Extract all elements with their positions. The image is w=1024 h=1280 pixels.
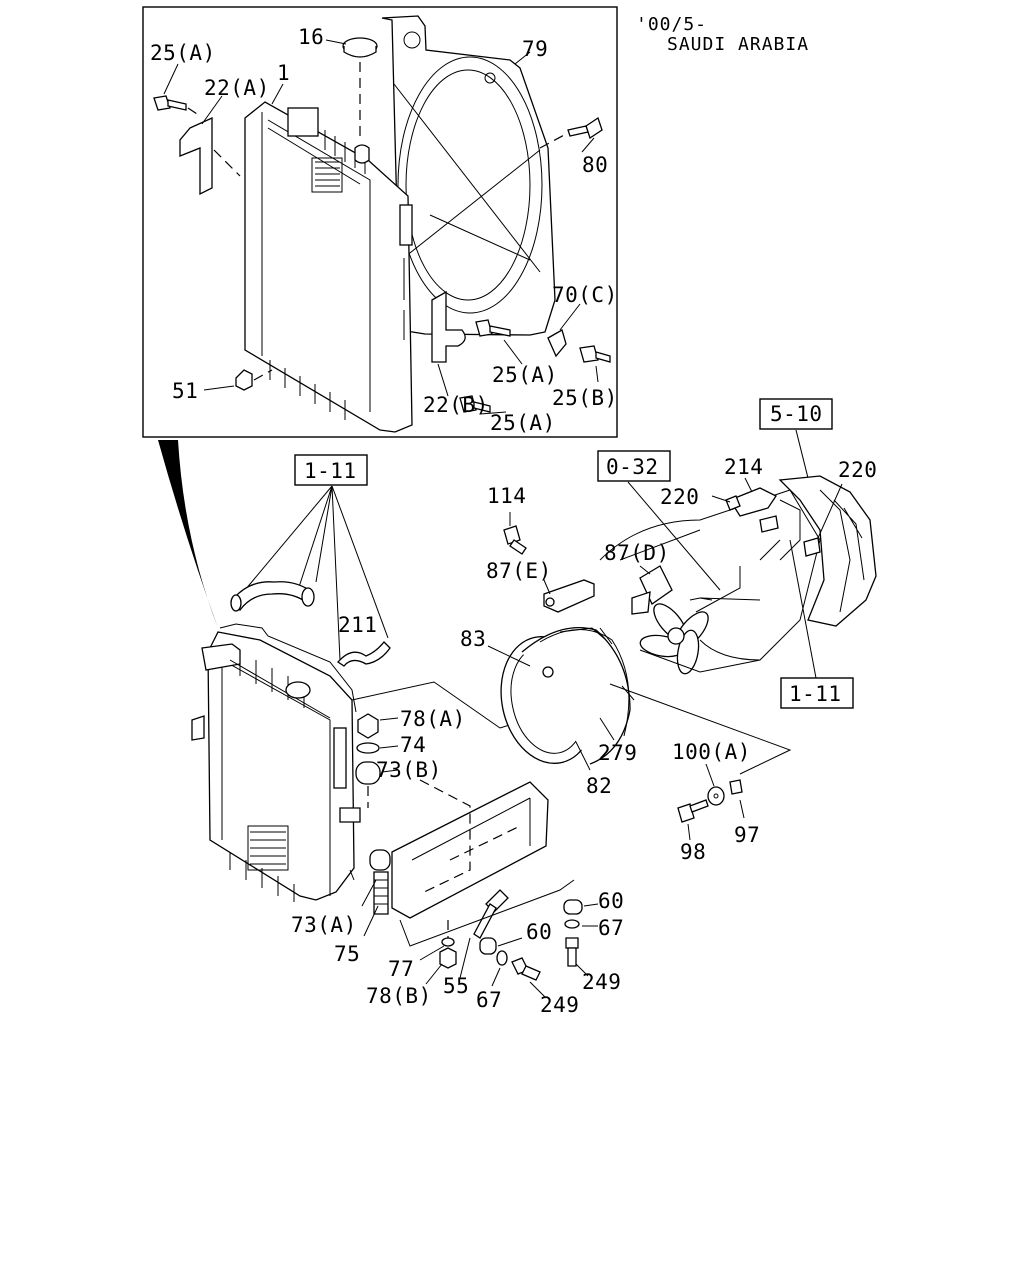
label-83: 83	[460, 627, 486, 651]
header-date: '00/5-	[636, 14, 707, 35]
ref-1-11-left: 1-11	[304, 459, 357, 483]
fastener-bracket-line	[609, 683, 792, 775]
fan-blades	[639, 603, 709, 675]
label-22a: 22(A)	[204, 76, 270, 100]
label-73a: 73(A)	[291, 913, 357, 937]
label-249-right: 249	[582, 970, 621, 994]
ref-box-5-10	[759, 398, 833, 430]
label-78a: 78(A)	[400, 707, 466, 731]
label-22b: 22(B)	[423, 393, 489, 417]
ref-5-10: 5-10	[770, 402, 823, 426]
label-80: 80	[582, 153, 608, 177]
label-74: 74	[400, 733, 426, 757]
label-60-left: 60	[526, 920, 552, 944]
label-87d: 87(D)	[604, 541, 670, 565]
header-region: SAUDI ARABIA	[667, 34, 809, 55]
label-67-right: 67	[598, 916, 624, 940]
hardware-left-stack	[479, 937, 541, 981]
leaders-1-11	[239, 485, 389, 661]
label-73b: 73(B)	[376, 758, 442, 782]
upper-hose-group	[230, 581, 391, 667]
label-70c: 70(C)	[552, 283, 618, 307]
inset-radiator-assembly	[153, 15, 611, 433]
mount-upper-stack	[355, 713, 381, 808]
ref-box-0-32	[597, 450, 671, 482]
label-214: 214	[724, 455, 763, 479]
label-78b: 78(B)	[366, 984, 432, 1008]
label-211: 211	[338, 613, 377, 637]
label-60-right: 60	[598, 889, 624, 913]
bracket-87e	[543, 579, 595, 613]
label-25a-top: 25(A)	[150, 41, 216, 65]
label-55: 55	[443, 974, 469, 998]
label-25a-bottom: 25(A)	[490, 411, 556, 435]
label-1: 1	[277, 61, 290, 85]
bolt-114	[503, 525, 527, 555]
label-279: 279	[598, 741, 637, 765]
label-79: 79	[522, 37, 548, 61]
label-51: 51	[172, 379, 198, 403]
label-220-left: 220	[660, 485, 699, 509]
label-16: 16	[298, 25, 324, 49]
label-97: 97	[734, 823, 760, 847]
label-249-left: 249	[540, 993, 579, 1017]
label-220-right: 220	[838, 458, 877, 482]
label-98: 98	[680, 840, 706, 864]
fastener-100a	[677, 779, 743, 823]
ref-1-11-right: 1-11	[789, 682, 842, 706]
label-67-left: 67	[476, 988, 502, 1012]
label-87e: 87(E)	[486, 559, 552, 583]
ref-box-1-11-right	[780, 677, 854, 709]
inset-pointer	[158, 440, 218, 628]
inset-frame	[142, 6, 618, 438]
label-100a: 100(A)	[672, 740, 751, 764]
main-radiator	[191, 631, 361, 902]
lower-frame-member	[391, 779, 575, 947]
label-75: 75	[334, 942, 360, 966]
label-77: 77	[388, 957, 414, 981]
main-shroud-outline	[219, 623, 357, 881]
ref-0-32: 0-32	[606, 455, 659, 479]
ref-box-1-11-left	[294, 454, 368, 486]
label-114: 114	[487, 484, 526, 508]
fan-ring-assembly	[500, 627, 635, 765]
label-25a-mid: 25(A)	[492, 363, 558, 387]
mount-lower-stack	[369, 849, 457, 969]
label-82: 82	[586, 774, 612, 798]
label-25b: 25(B)	[552, 386, 618, 410]
engine-fan-group	[599, 475, 877, 675]
hardware-right-stack	[563, 899, 583, 967]
